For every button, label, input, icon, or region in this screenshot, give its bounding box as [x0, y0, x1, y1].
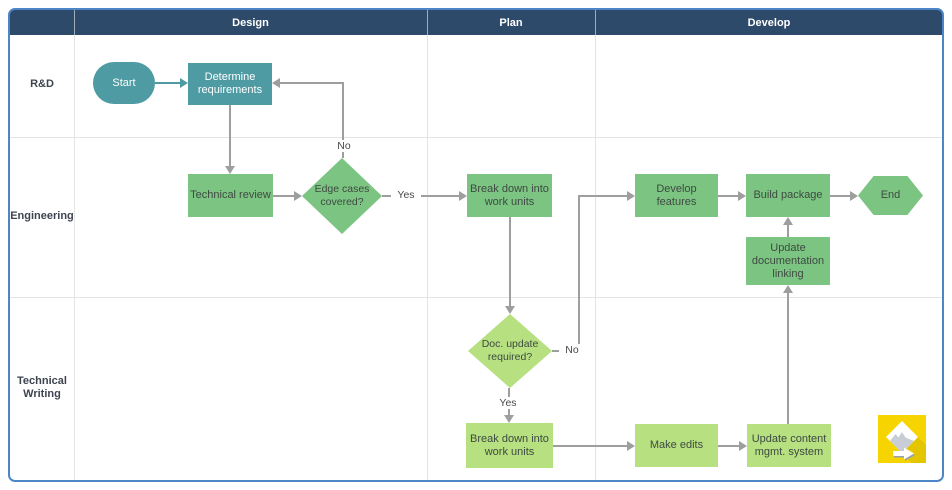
- node-label: Update content mgmt. system: [751, 432, 827, 458]
- node-label: Make edits: [649, 439, 704, 451]
- connector-devfeat-to-buildpkg: [718, 195, 738, 197]
- connector-updatedoc-to-buildpkg: [787, 225, 789, 237]
- edge-label-yes: Yes: [391, 189, 421, 201]
- node-label: Start: [112, 76, 136, 89]
- grid-line: [427, 35, 428, 480]
- node-label: Build package: [753, 189, 823, 201]
- node-make-edits: Make edits: [635, 424, 718, 467]
- connector-breakdown2-to-makeedits: [553, 445, 627, 447]
- node-label: Develop features: [656, 182, 697, 208]
- grid-line: [595, 35, 596, 480]
- node-label: Break down into work units: [470, 182, 549, 208]
- connector-edgecases-no-v: [342, 82, 344, 158]
- node-edge-cases-decision: Edge cases covered?: [302, 158, 382, 234]
- connector-start-to-determine: [155, 82, 181, 84]
- connector-breakdown-to-docupdate: [509, 217, 511, 306]
- header-separator: [74, 10, 75, 35]
- lucid-logo-icon: [878, 415, 926, 463]
- connector-makeedits-to-updatecontent: [718, 445, 739, 447]
- arrowhead: [294, 191, 302, 201]
- node-update-documentation-linking: Update documentation linking: [746, 237, 830, 285]
- arrowhead: [783, 217, 793, 225]
- node-label: Doc. update required?: [481, 338, 539, 363]
- arrowhead: [272, 78, 280, 88]
- connector-docupdate-no-v: [578, 196, 580, 352]
- grid-line: [10, 297, 942, 298]
- node-break-down-work-units-writing: Break down into work units: [466, 423, 553, 468]
- connector-buildpkg-to-end: [830, 195, 850, 197]
- connector-determine-to-review: [229, 105, 231, 166]
- node-technical-review: Technical review: [188, 174, 273, 217]
- arrowhead: [850, 191, 858, 201]
- lane-label-rnd: R&D: [30, 78, 54, 90]
- node-build-package: Build package: [746, 174, 830, 217]
- arrowhead: [225, 166, 235, 174]
- lane-label-technical-writing: Technical Writing: [17, 375, 67, 400]
- arrowhead: [783, 285, 793, 293]
- connector-review-to-edgecases: [273, 195, 294, 197]
- arrowhead: [505, 306, 515, 314]
- grid-line: [10, 137, 942, 138]
- grid-line: [74, 35, 75, 480]
- node-update-content-mgmt: Update content mgmt. system: [747, 424, 831, 467]
- node-determine-requirements: Determine requirements: [188, 63, 272, 105]
- arrowhead: [504, 415, 514, 423]
- column-header-design: Design: [232, 16, 269, 29]
- connector-updatecontent-to-updatedoc: [787, 293, 789, 424]
- node-label: End: [880, 189, 901, 201]
- column-header-develop: Develop: [747, 16, 791, 29]
- header-bar: [10, 10, 942, 35]
- column-header-plan: Plan: [499, 16, 523, 29]
- connector-docupdate-no-h2: [578, 195, 627, 197]
- node-label: Determine requirements: [197, 71, 263, 96]
- node-label: Update documentation linking: [751, 241, 825, 280]
- node-label: Break down into work units: [470, 432, 549, 458]
- header-separator: [427, 10, 428, 35]
- node-end: End: [858, 176, 923, 215]
- arrowhead: [627, 441, 635, 451]
- node-start: Start: [93, 62, 155, 104]
- node-develop-features: Develop features: [635, 174, 718, 217]
- header-separator: [595, 10, 596, 35]
- edge-label-no: No: [559, 344, 585, 356]
- edge-label-no: No: [331, 140, 357, 152]
- arrowhead: [738, 191, 746, 201]
- arrowhead: [627, 191, 635, 201]
- node-label: Edge cases covered?: [314, 183, 370, 208]
- arrowhead: [459, 191, 467, 201]
- arrowhead: [739, 441, 747, 451]
- node-break-down-work-units-plan: Break down into work units: [467, 174, 552, 217]
- connector-edgecases-no-h: [280, 82, 344, 84]
- lucid-logo-icon: [878, 415, 926, 463]
- arrowhead: [180, 78, 188, 88]
- lane-label-engineering: Engineering: [10, 210, 74, 222]
- node-doc-update-decision: Doc. update required?: [468, 314, 552, 388]
- edge-label-yes: Yes: [493, 397, 523, 409]
- node-label: Technical review: [190, 189, 271, 201]
